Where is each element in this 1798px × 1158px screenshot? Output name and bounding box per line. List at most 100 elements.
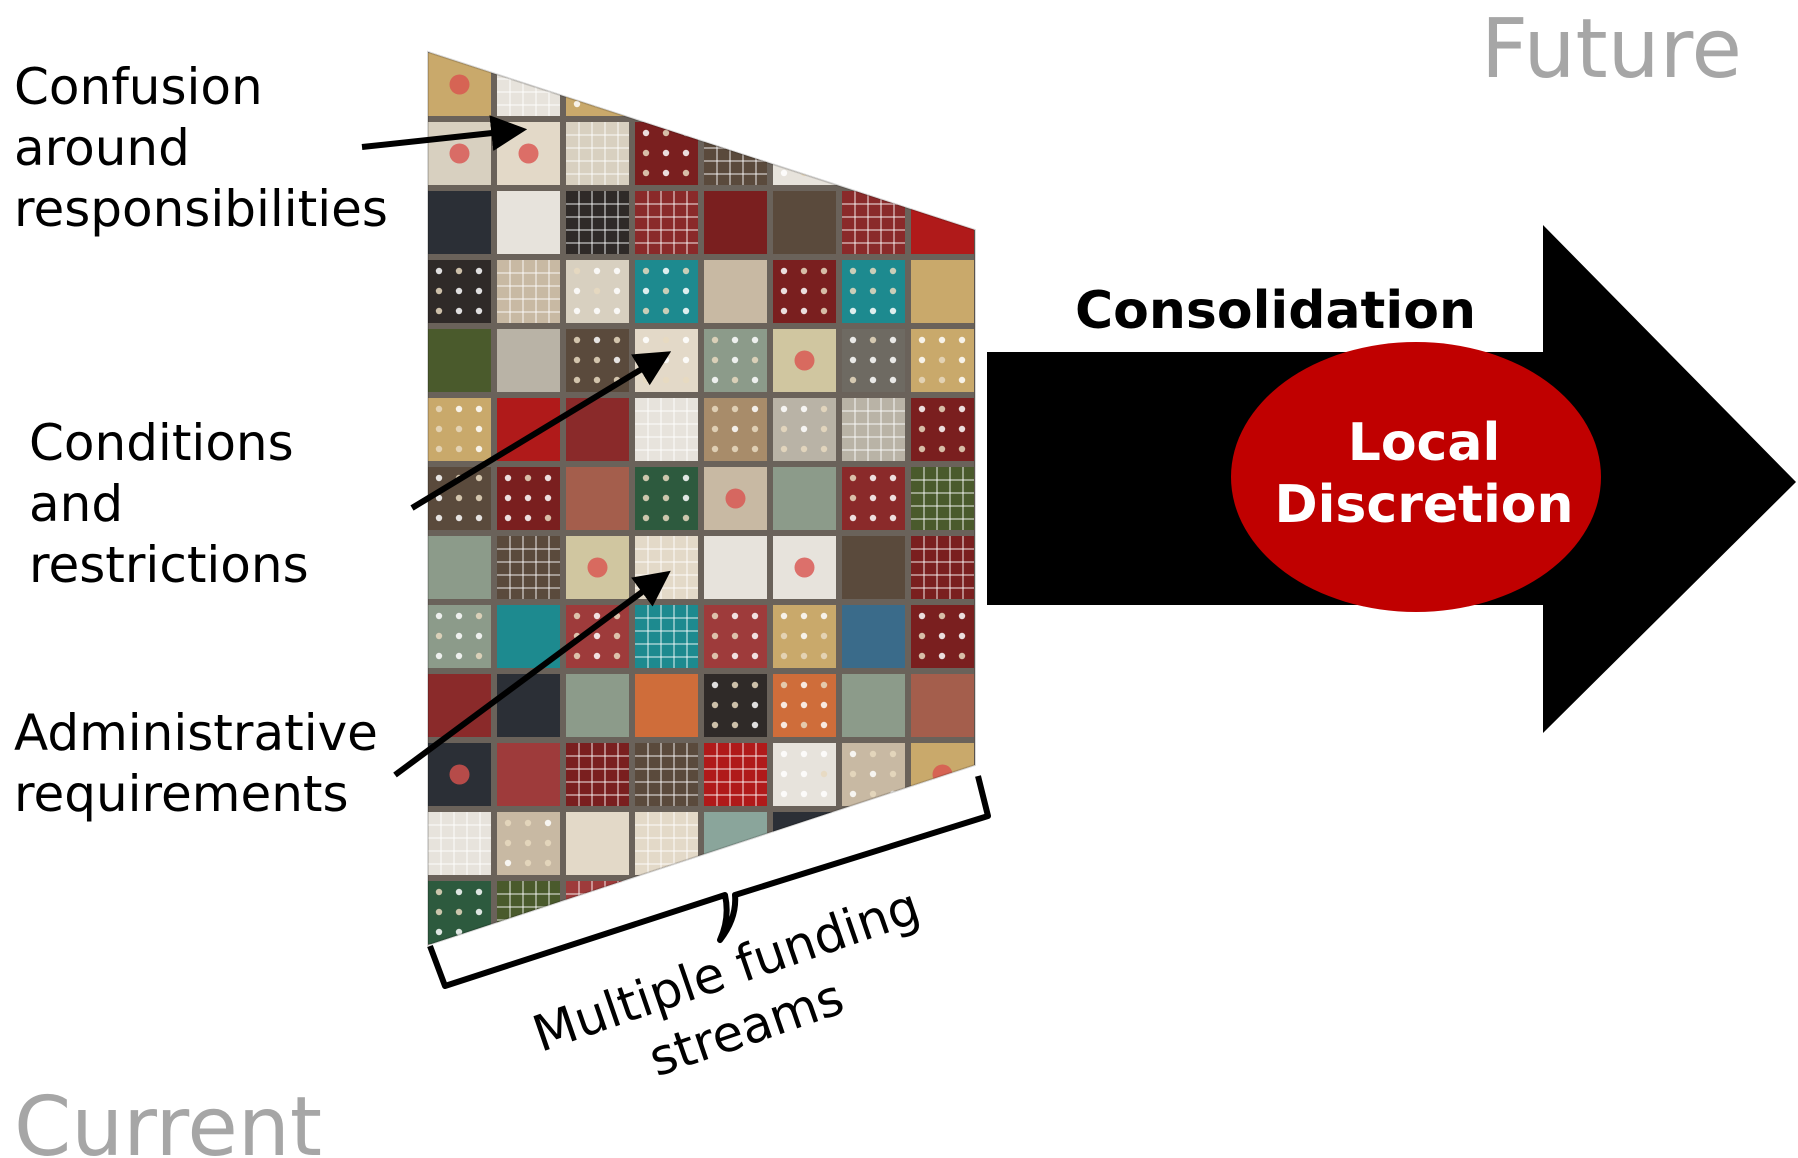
quilt-dot bbox=[711, 405, 719, 413]
quilt-dot bbox=[544, 859, 552, 867]
quilt-dot bbox=[642, 60, 650, 68]
quilt-dot bbox=[800, 267, 808, 275]
quilt-patch bbox=[842, 674, 905, 737]
quilt-dot bbox=[642, 267, 650, 275]
quilt-dot bbox=[869, 287, 877, 295]
quilt-dot bbox=[574, 958, 580, 964]
quilt-dot bbox=[593, 336, 601, 344]
quilt-dot bbox=[475, 474, 483, 482]
quilt-patch bbox=[842, 53, 905, 116]
quilt-dot bbox=[435, 445, 443, 453]
quilt-dot bbox=[849, 790, 857, 798]
quilt-dot bbox=[780, 129, 788, 137]
quilt-patch bbox=[704, 122, 767, 185]
quilt-dot bbox=[820, 169, 828, 177]
quilt-patch bbox=[428, 329, 491, 392]
quilt-dot bbox=[918, 356, 926, 364]
svg-text:requirements: requirements bbox=[14, 765, 349, 823]
quilt-flower bbox=[449, 74, 470, 95]
quilt-dot bbox=[593, 612, 601, 620]
quilt-dot bbox=[1008, 978, 1014, 984]
quilt-dot bbox=[504, 839, 512, 847]
quilt-dot bbox=[662, 267, 670, 275]
quilt-dot bbox=[435, 612, 443, 620]
quilt-dot bbox=[820, 790, 828, 798]
quilt-dot bbox=[1008, 702, 1014, 708]
quilt-dot bbox=[682, 336, 690, 344]
quilt-dot bbox=[780, 652, 788, 660]
quilt-dot bbox=[780, 888, 788, 896]
svg-text:Administrative: Administrative bbox=[14, 704, 378, 762]
quilt-dot bbox=[593, 632, 601, 640]
quilt-dot bbox=[1028, 682, 1034, 688]
local-discretion-label: Local Discretion bbox=[1274, 413, 1573, 535]
quilt-dot bbox=[869, 267, 877, 275]
quilt-dot bbox=[573, 307, 581, 315]
quilt-dot bbox=[800, 681, 808, 689]
quilt-dot bbox=[958, 356, 966, 364]
quilt-dot bbox=[800, 307, 808, 315]
quilt-dot bbox=[889, 307, 897, 315]
quilt-dot bbox=[475, 307, 483, 315]
quilt-patch bbox=[980, 191, 1043, 254]
quilt-dot bbox=[820, 405, 828, 413]
quilt-dot bbox=[988, 722, 994, 728]
quilt-dot bbox=[1028, 219, 1034, 225]
quilt-dot bbox=[642, 336, 650, 344]
quilt-dot bbox=[1008, 998, 1014, 1004]
quilt-dot bbox=[682, 474, 690, 482]
quilt-dot bbox=[455, 307, 463, 315]
quilt-dot bbox=[958, 612, 966, 620]
quilt-dot bbox=[662, 100, 670, 108]
quilt-dot bbox=[938, 376, 946, 384]
quilt-dot bbox=[455, 445, 463, 453]
quilt-patch bbox=[635, 191, 698, 254]
quilt-dot bbox=[1008, 337, 1014, 343]
quilt-dot bbox=[869, 336, 877, 344]
quilt-dot bbox=[1028, 702, 1034, 708]
quilt-dot bbox=[869, 514, 877, 522]
quilt-patch bbox=[911, 53, 974, 116]
quilt-dot bbox=[889, 819, 897, 827]
quilt-dot bbox=[869, 839, 877, 847]
quilt-patch bbox=[842, 191, 905, 254]
quilt-dot bbox=[711, 425, 719, 433]
quilt-dot bbox=[938, 405, 946, 413]
quilt-flower bbox=[863, 143, 884, 164]
quilt-dot bbox=[593, 267, 601, 275]
quilt-dot bbox=[524, 839, 532, 847]
quilt-dot bbox=[593, 60, 601, 68]
quilt-flower bbox=[518, 143, 539, 164]
quilt-dot bbox=[662, 129, 670, 137]
quilt-patch bbox=[773, 53, 836, 116]
quilt-dot bbox=[751, 356, 759, 364]
quilt-dot bbox=[455, 928, 463, 936]
quilt-dot bbox=[820, 750, 828, 758]
quilt-dot bbox=[849, 376, 857, 384]
quilt-flower bbox=[932, 764, 953, 785]
quilt-patch bbox=[842, 605, 905, 668]
quilt-dot bbox=[544, 514, 552, 522]
quilt-dot bbox=[938, 356, 946, 364]
quilt-patch bbox=[911, 674, 974, 737]
quilt-dot bbox=[938, 425, 946, 433]
quilt-dot bbox=[731, 376, 739, 384]
quilt-dot bbox=[455, 514, 463, 522]
quilt-dot bbox=[573, 287, 581, 295]
quilt-dot bbox=[1028, 958, 1034, 964]
quilt-dot bbox=[849, 336, 857, 344]
quilt-patch bbox=[842, 950, 905, 1013]
quilt-dot bbox=[662, 169, 670, 177]
quilt-dot bbox=[731, 356, 739, 364]
quilt-dot bbox=[711, 721, 719, 729]
quilt-dot bbox=[1028, 613, 1034, 619]
quilt-dot bbox=[958, 652, 966, 660]
quilt-patch bbox=[704, 536, 767, 599]
quilt-dot bbox=[682, 80, 690, 88]
quilt-dot bbox=[642, 908, 650, 916]
quilt-dot bbox=[593, 80, 601, 88]
quilt-dot bbox=[524, 474, 532, 482]
quilt-dot bbox=[780, 149, 788, 157]
quilt-dot bbox=[642, 376, 650, 384]
quilt-patch bbox=[980, 743, 1043, 806]
